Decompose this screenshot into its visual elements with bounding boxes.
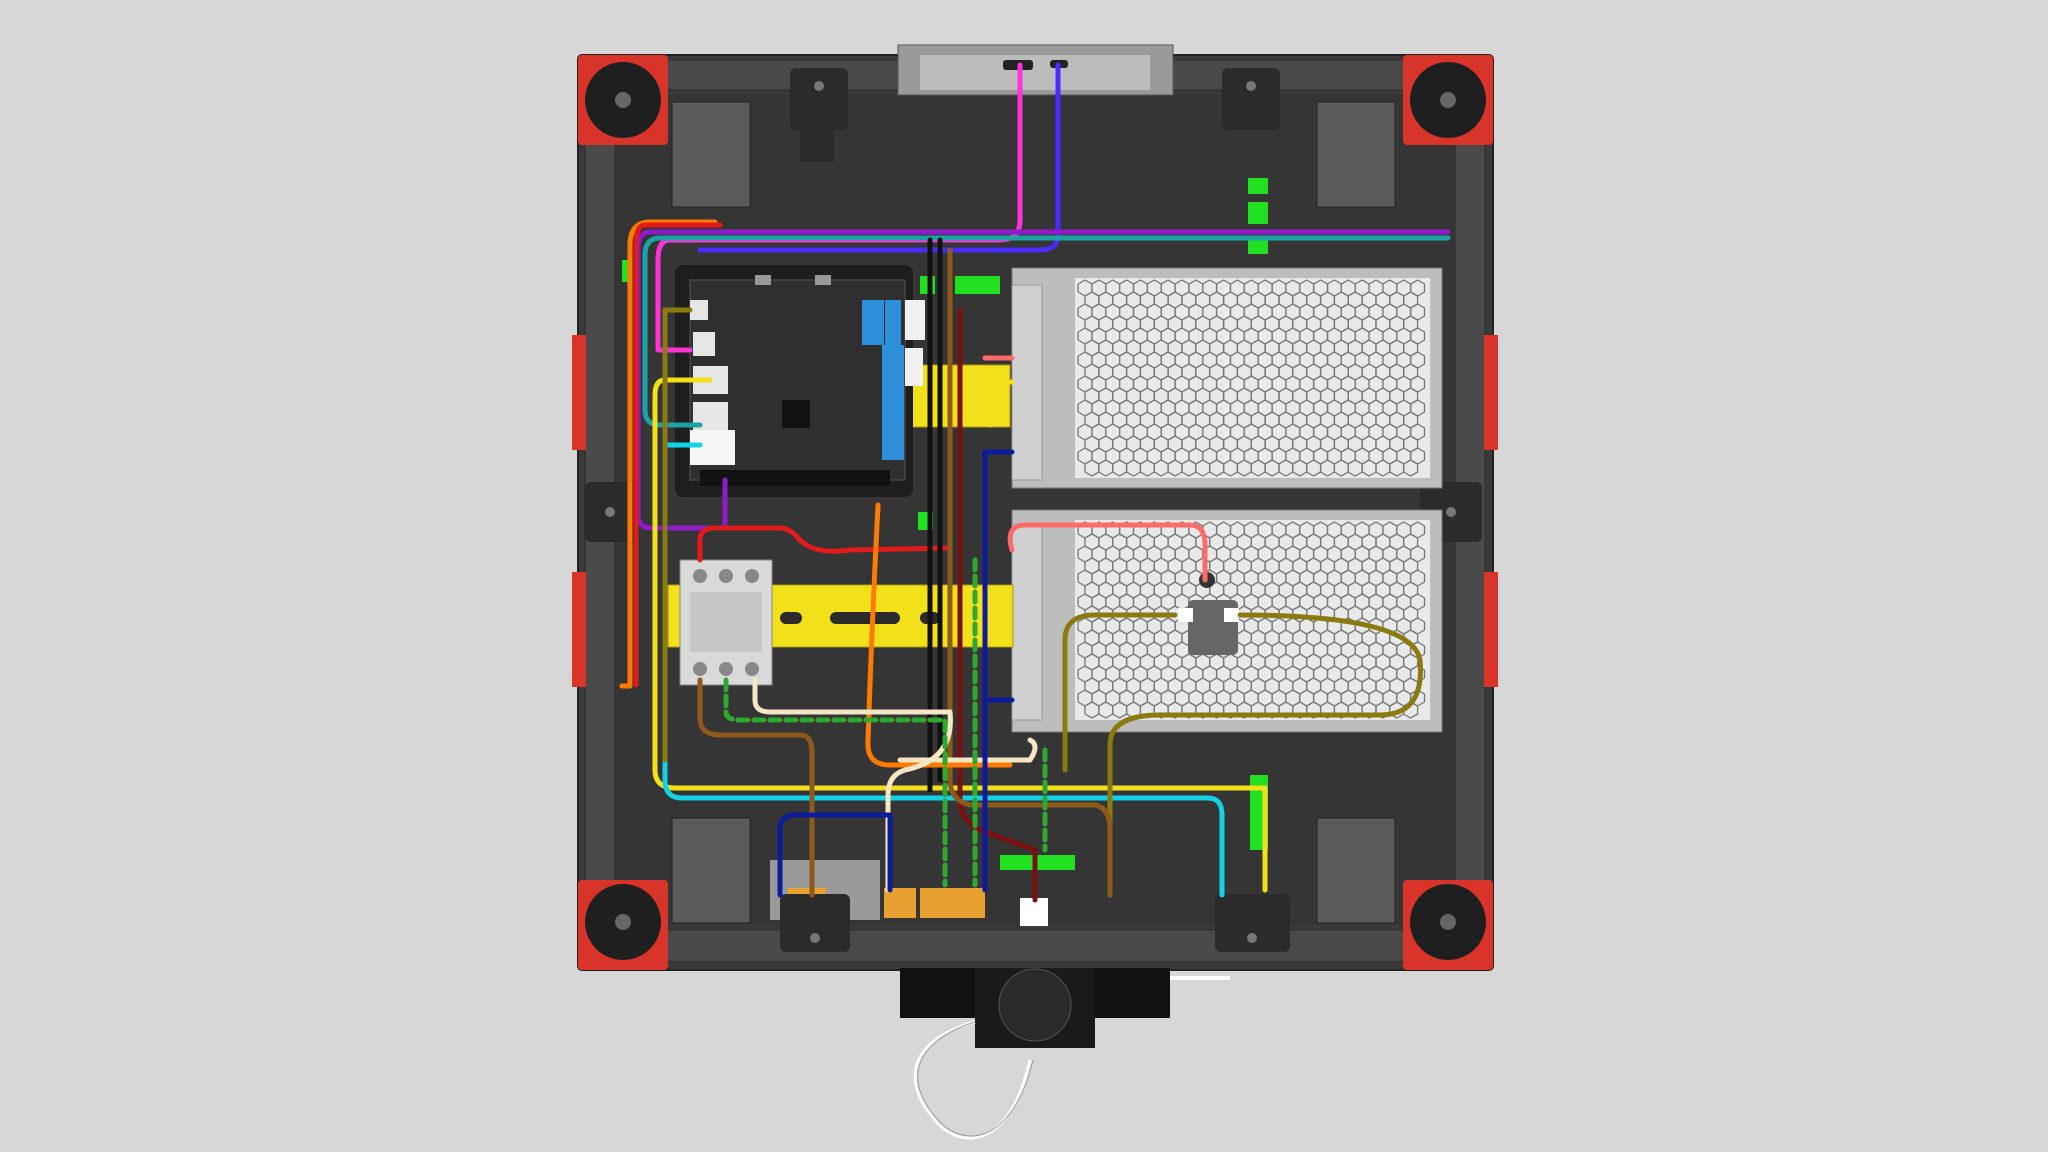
corner-foot-icon — [578, 880, 668, 970]
wire-navy — [777, 812, 893, 898]
wire-brown — [947, 247, 1113, 898]
wire-red — [697, 525, 953, 563]
corner-foot-icon — [1403, 880, 1493, 970]
hotend-adapter-board — [1178, 572, 1239, 655]
wire-yellow — [652, 377, 1268, 893]
wire-yellow — [987, 379, 1015, 428]
wire-salmon — [1007, 522, 1208, 583]
wire-cream — [897, 737, 1038, 763]
stepper-motors — [671, 101, 1396, 924]
controller-board — [675, 265, 925, 497]
fan-icon — [998, 968, 1072, 1042]
wire-olive — [662, 307, 693, 763]
solid-state-relay — [679, 559, 773, 686]
wire-cyan — [662, 442, 1225, 898]
corner-foot-icon — [578, 55, 668, 145]
wire-green-dashed — [723, 677, 948, 888]
power-supply-bottom — [1011, 509, 1443, 733]
wago-connectors — [770, 860, 1290, 952]
wire-navy — [982, 449, 1015, 893]
wire-usb-blue — [697, 62, 1061, 253]
wire-orange — [619, 219, 718, 689]
wire-olive — [1062, 612, 1178, 773]
power-supply-top — [1011, 267, 1443, 489]
wire-red — [633, 222, 723, 688]
rear-usb-panel — [790, 44, 1280, 162]
wire-brown — [697, 677, 815, 898]
fan-module — [900, 968, 1230, 1140]
wire-harness — [619, 62, 1451, 903]
corner-foot-icon — [1403, 55, 1493, 145]
wire-orange — [865, 502, 1013, 768]
wire-olive — [1107, 612, 1423, 898]
